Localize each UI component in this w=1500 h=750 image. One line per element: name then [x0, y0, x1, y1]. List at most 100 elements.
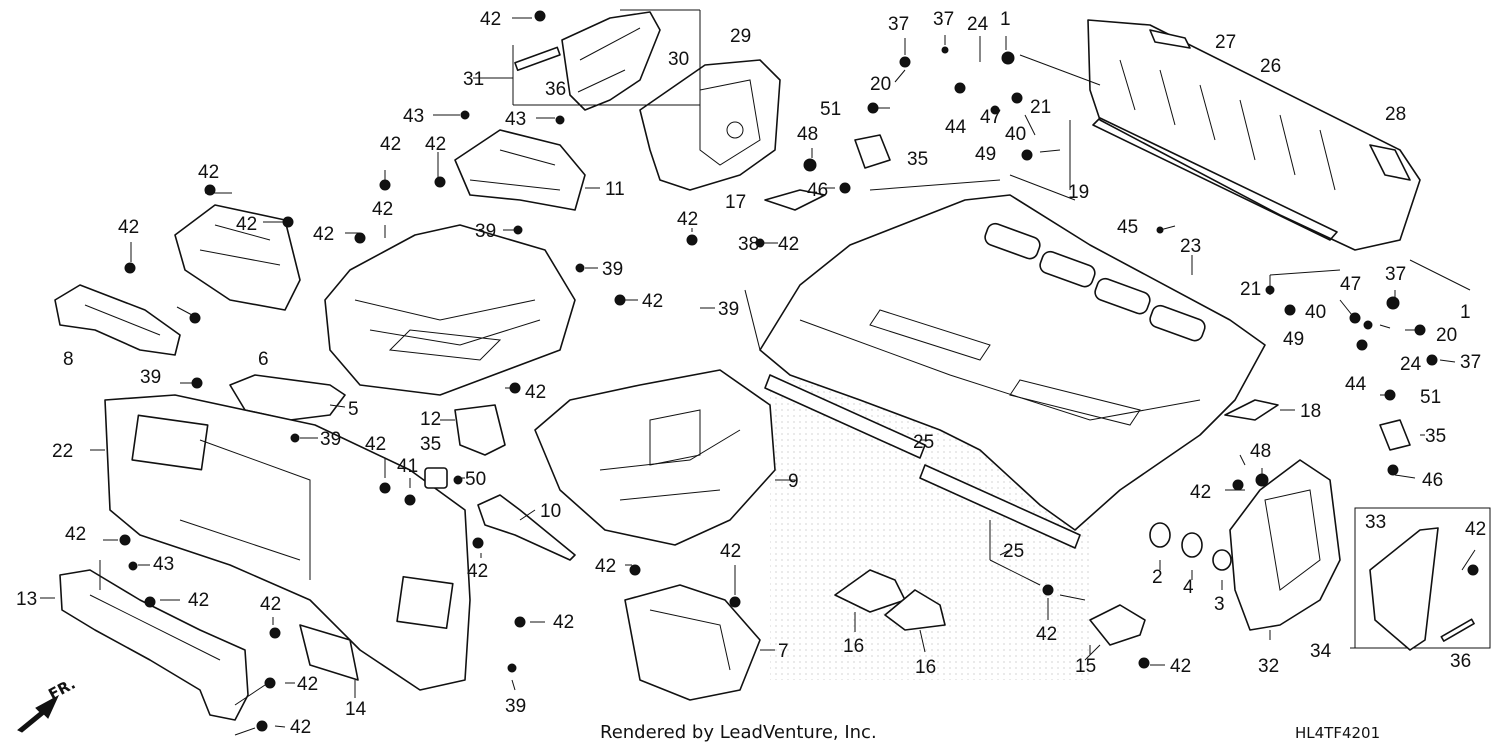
callouts: 42 30 31 36 29 37 37 24 1 27 26 43 43 20…	[16, 9, 1486, 738]
callout-label: 45	[1117, 217, 1138, 238]
callout-label: 35	[1425, 426, 1446, 447]
callout-label: 24	[967, 14, 989, 35]
diagram-code: HL4TF4201	[1295, 724, 1380, 742]
callout-label: 42	[677, 209, 698, 230]
callout-label: 51	[820, 99, 841, 120]
clip-35[interactable]	[424, 134, 1411, 489]
callout-label: 43	[403, 106, 424, 127]
console-9[interactable]	[534, 369, 776, 546]
callout-label: 19	[1068, 182, 1089, 203]
bracket-10[interactable]	[477, 494, 576, 561]
latch-27[interactable]	[1149, 29, 1191, 49]
rail-25[interactable]	[764, 374, 1081, 549]
grommet-4[interactable]	[1181, 532, 1203, 558]
panel-33[interactable]	[1354, 507, 1491, 651]
callout-label: 44	[1345, 374, 1367, 395]
callout-label: 11	[605, 179, 625, 200]
callout-label: 5	[348, 399, 359, 420]
callout-label: 42	[188, 590, 209, 611]
callout-label: 47	[1340, 274, 1361, 295]
dash-panel-22[interactable]	[104, 394, 471, 691]
callout-label: 7	[778, 641, 789, 662]
callout-label: 42	[372, 199, 393, 220]
bracket-11[interactable]	[454, 129, 586, 211]
callout-label: 31	[463, 69, 484, 90]
callout-label: 23	[1180, 236, 1201, 257]
side-cover-32[interactable]	[1229, 459, 1341, 631]
callout-label: 20	[870, 74, 891, 95]
callout-label: 42	[297, 674, 318, 695]
callout-label: 36	[1450, 651, 1471, 672]
callout-label: 29	[730, 26, 751, 47]
callout-label: 39	[718, 299, 739, 320]
callout-label: 10	[540, 501, 561, 522]
callout-label: 40	[1005, 124, 1026, 145]
callout-label: 32	[1258, 656, 1279, 677]
callout-label: 49	[1283, 329, 1304, 350]
callout-label: 46	[1422, 470, 1443, 491]
panel-30[interactable]	[514, 11, 661, 111]
storage-tub[interactable]	[324, 224, 576, 396]
callout-label: 39	[320, 429, 341, 450]
tie-down-17[interactable]	[764, 189, 826, 211]
callout-label: 42	[260, 594, 281, 615]
cargo-bed-23[interactable]	[759, 194, 1266, 531]
callout-label: 42	[118, 217, 139, 238]
callout-label: 42	[1465, 519, 1486, 540]
callout-label: 42	[525, 382, 546, 403]
callout-label: 12	[420, 409, 441, 430]
bracket-16[interactable]	[834, 569, 946, 631]
callout-label: 46	[807, 180, 828, 201]
callout-label: 42	[365, 434, 386, 455]
grommet-3[interactable]	[1212, 549, 1232, 571]
callout-label: 42	[595, 556, 616, 577]
tie-down-18[interactable]	[1224, 399, 1279, 421]
callout-label: 42	[1036, 624, 1057, 645]
callout-label: 34	[1310, 641, 1332, 662]
callout-label: 36	[545, 79, 566, 100]
front-arrow-icon	[17, 694, 60, 733]
callout-label: 42	[425, 134, 446, 155]
callout-label: 28	[1385, 104, 1406, 125]
box-7[interactable]	[624, 584, 761, 701]
callout-label: 24	[1400, 354, 1422, 375]
callout-label: 37	[933, 9, 954, 30]
callout-label: 42	[1170, 656, 1191, 677]
callout-label: 2	[1152, 567, 1163, 588]
callout-label: 44	[945, 117, 967, 138]
callout-label: 37	[1385, 264, 1406, 285]
callout-label: 16	[843, 636, 864, 657]
callout-label: 37	[1460, 352, 1481, 373]
callout-label: 3	[1214, 594, 1225, 615]
callout-label: 42	[290, 717, 311, 738]
callout-label: 43	[505, 109, 526, 130]
bracket-15[interactable]	[1089, 604, 1146, 646]
fastener-icons	[119, 10, 1479, 732]
callout-label: 26	[1260, 56, 1281, 77]
lower-panel-13[interactable]	[59, 569, 249, 721]
tailgate-26[interactable]	[1087, 19, 1421, 251]
tray-6[interactable]	[174, 204, 301, 311]
latch-28[interactable]	[1369, 144, 1411, 181]
callout-label: 42	[553, 612, 574, 633]
grommet-2[interactable]	[1149, 522, 1171, 548]
callout-label: 6	[258, 349, 269, 370]
callout-label: 38	[738, 234, 759, 255]
callout-label: 40	[1305, 302, 1326, 323]
callout-label: 22	[52, 441, 73, 462]
callout-label: 14	[345, 699, 367, 720]
bracket-8[interactable]	[54, 284, 181, 356]
callout-label: 25	[913, 432, 934, 453]
plate-14[interactable]	[299, 624, 359, 681]
callout-label: 1	[1000, 9, 1011, 30]
callout-label: 30	[668, 49, 689, 70]
callout-label: 35	[907, 149, 928, 170]
callout-label: 49	[975, 144, 996, 165]
callout-label: 35	[420, 434, 441, 455]
callout-label: 27	[1215, 32, 1236, 53]
plate-12[interactable]	[454, 404, 506, 456]
callout-label: 8	[63, 349, 74, 370]
callout-label: 13	[16, 589, 37, 610]
side-cover-29[interactable]	[639, 59, 781, 191]
callout-label: 18	[1300, 401, 1321, 422]
